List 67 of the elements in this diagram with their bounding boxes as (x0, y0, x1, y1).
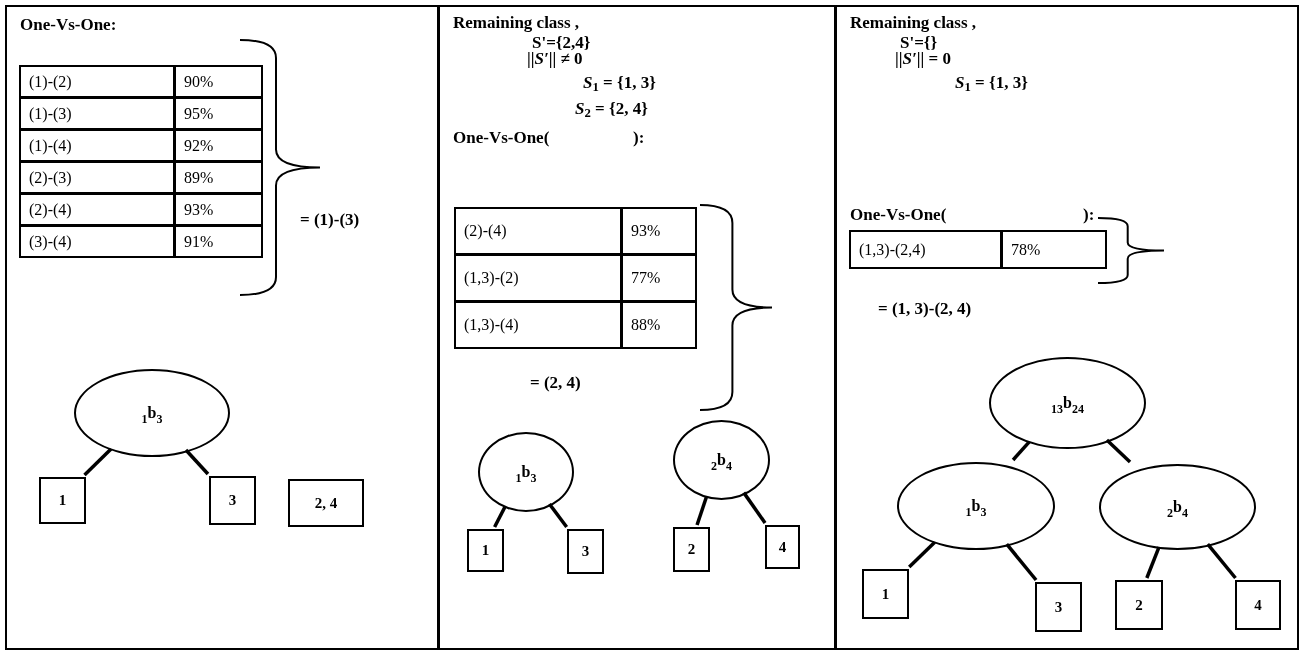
table-cell: (1)-(3) (19, 97, 175, 130)
table-cell: 92% (174, 129, 263, 162)
formula-text: S$_{1}$ = {1, 3} (583, 72, 656, 96)
result-text: = (2, 4) (530, 372, 581, 394)
leaf-box: 3 (209, 476, 256, 525)
formula-text: S$_{2}$ = {2, 4} (575, 98, 648, 122)
formula-text: S'={} (900, 32, 938, 52)
leaf-box: 2, 4 (288, 479, 364, 527)
table-cell: 77% (621, 254, 697, 302)
tree-branch-line (184, 448, 210, 476)
leaf-box: 4 (765, 525, 800, 569)
table-cell: (2)-(4) (454, 207, 622, 255)
table-cell: 95% (174, 97, 263, 130)
panel-frame (835, 5, 1299, 650)
tree-branch-line (493, 505, 507, 528)
leaf-box: 2 (1115, 580, 1163, 630)
heading-text: ): (1083, 204, 1095, 226)
tree-branch-line (1011, 440, 1031, 462)
leaf-box: 3 (567, 529, 604, 574)
heading-text: One-Vs-One: (20, 14, 117, 36)
table-cell: 93% (174, 193, 263, 226)
leaf-box: 3 (1035, 582, 1082, 632)
leaf-box: 1 (467, 529, 504, 572)
formula-text: ||S′|| = 0 (895, 49, 951, 70)
leaf-box: 4 (1235, 580, 1281, 630)
tree-branch-line (83, 447, 113, 477)
table-cell: (1,3)-(2) (454, 254, 622, 302)
heading-text: ): (633, 127, 645, 149)
table-cell: (2)-(3) (19, 161, 175, 194)
table-cell: 88% (621, 301, 697, 349)
table-cell: (1)-(4) (19, 129, 175, 162)
panel-frame (438, 5, 836, 650)
heading-text: Remaining class , (453, 12, 580, 34)
tree-node-ellipse: $_{13}$b$_{24}$ (989, 357, 1146, 449)
result-text: = (1, 3)-(2, 4) (878, 298, 972, 320)
tree-node-ellipse: $_{1}$b$_{3}$ (74, 369, 230, 457)
tree-branch-line (1145, 546, 1161, 579)
tree-branch-line (1005, 542, 1038, 582)
table-cell: 90% (174, 65, 263, 98)
heading-text: Remaining class , (850, 12, 977, 34)
tree-branch-line (1105, 438, 1132, 464)
table-cell: 89% (174, 161, 263, 194)
tree-branch-line (1206, 543, 1237, 580)
tree-branch-line (908, 540, 936, 569)
leaf-box: 2 (673, 527, 710, 572)
table-cell: (1)-(2) (19, 65, 175, 98)
table-cell: 93% (621, 207, 697, 255)
table-cell: (2)-(4) (19, 193, 175, 226)
tree-node-ellipse: $_{2}$b$_{4}$ (673, 420, 770, 500)
table-cell: (3)-(4) (19, 225, 175, 258)
leaf-box: 1 (862, 569, 909, 619)
heading-text: One-Vs-One( (850, 204, 947, 226)
table-cell: (1,3)-(4) (454, 301, 622, 349)
formula-text: S$_{1}$ = {1, 3} (955, 72, 1028, 96)
leaf-box: 1 (39, 477, 86, 524)
tree-branch-line (695, 496, 709, 526)
formula-text: ||S′|| ≠ 0 (527, 49, 583, 70)
tree-node-ellipse: $_{1}$b$_{3}$ (897, 462, 1055, 550)
panel-frame (5, 5, 439, 650)
result-text: = (1)-(3) (300, 209, 360, 231)
table-cell: 78% (1001, 230, 1107, 269)
tree-node-ellipse: $_{1}$b$_{3}$ (478, 432, 574, 512)
formula-text: S'={2,4} (532, 32, 591, 52)
heading-text: One-Vs-One( (453, 127, 550, 149)
tree-node-ellipse: $_{2}$b$_{4}$ (1099, 464, 1256, 550)
table-cell: 91% (174, 225, 263, 258)
table-cell: (1,3)-(2,4) (849, 230, 1002, 269)
